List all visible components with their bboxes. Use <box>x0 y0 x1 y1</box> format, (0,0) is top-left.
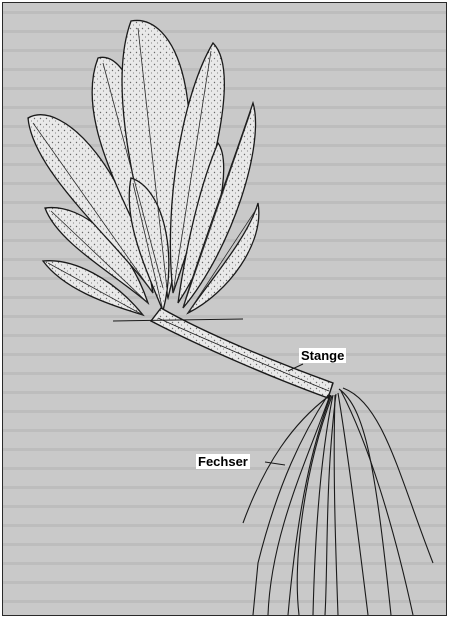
label-stange: Stange <box>299 348 346 363</box>
plant-illustration <box>3 3 446 615</box>
background-text-lines <box>3 3 446 615</box>
label-fechser: Fechser <box>196 454 250 469</box>
